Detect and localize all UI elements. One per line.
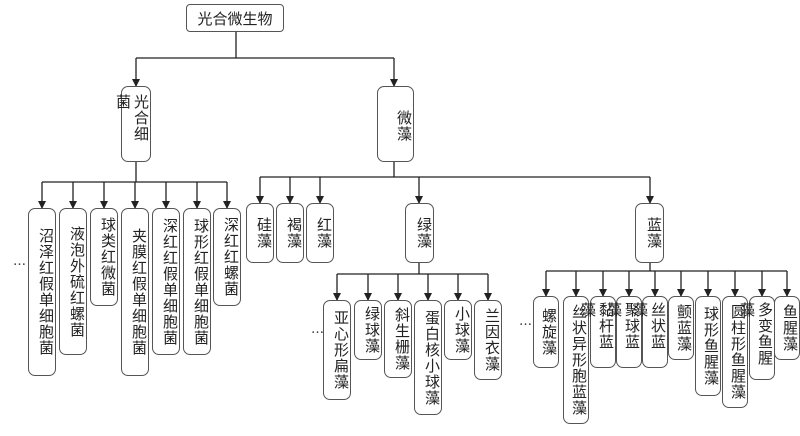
root-node: 光合微生物 (186, 4, 284, 32)
green-child-4: 小球藻 (444, 300, 472, 360)
microalgae-node: 微藻 (377, 86, 414, 162)
bacteria-node-5: 球形红假单细胞菌 (183, 208, 211, 355)
green-child-3: 蛋白核小球藻 (414, 300, 442, 415)
bacteria-node-4: 深红红假单细胞菌 (152, 208, 180, 355)
bacteria-ellipsis: … (12, 254, 27, 269)
connector-lines (38, 32, 791, 301)
green-algae-node: 绿藻 (405, 203, 434, 263)
blue-child-2: 黏杆蓝藻 (579, 296, 616, 368)
blue-child-7: 圆柱形鱼腥藻 (722, 296, 748, 408)
bacteria-node-3: 夹膜红假单细胞菌 (121, 208, 149, 376)
bacteria-node-0: 沼泽红假单细胞菌 (28, 208, 56, 376)
blue-child-3: 聚球蓝藻 (605, 296, 642, 368)
green-child-0: 亚心形扁藻 (323, 300, 351, 400)
blue-algae-ellipsis: … (518, 314, 533, 329)
green-child-1: 绿球藻 (354, 300, 382, 360)
blue-child-0: 螺旋藻 (533, 296, 559, 368)
blue-child-6: 球形鱼腥藻 (695, 296, 721, 396)
green-child-5: 兰因衣藻 (474, 300, 502, 380)
photosynthetic-bacteria-node: 光合细菌 (114, 86, 151, 162)
blue-child-1: 丝状异形胞蓝藻 (563, 296, 589, 424)
bacteria-node-1: 液泡外硫红螺菌 (59, 208, 87, 355)
green-algae-ellipsis: … (310, 322, 325, 337)
green-child-2: 斜生栅藻 (384, 300, 412, 378)
algae-node-2: 红藻 (306, 203, 334, 263)
bacteria-node-2: 球类红微菌 (90, 208, 118, 306)
blue-child-4: 丝状蓝藻 (631, 296, 668, 368)
blue-child-8: 多变鱼腥藻 (738, 296, 775, 380)
bacteria-node-6: 深红红螺菌 (213, 208, 241, 306)
blue-algae-node: 蓝藻 (635, 203, 664, 263)
algae-node-1: 褐藻 (276, 203, 304, 263)
algae-node-0: 硅藻 (246, 203, 274, 263)
blue-child-5: 颤蓝藻 (668, 296, 694, 360)
blue-child-9: 鱼腥藻 (774, 296, 800, 360)
